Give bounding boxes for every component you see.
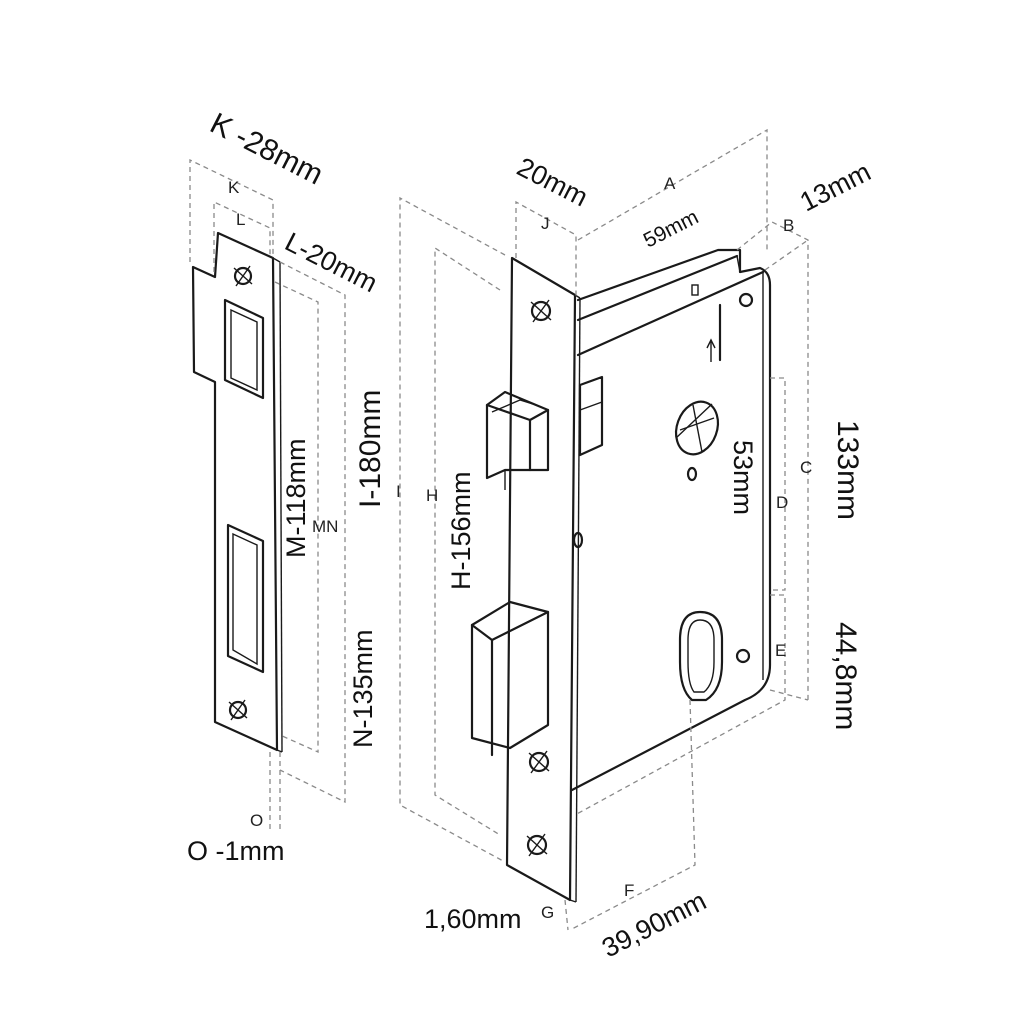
strike-dimension-lines [189, 158, 346, 830]
screw-icon [228, 699, 248, 721]
screw-icon [528, 750, 550, 774]
letter-e: E [775, 641, 786, 660]
letter-o: O [250, 811, 263, 830]
letter-h: H [426, 486, 438, 505]
screw-icon [526, 833, 548, 857]
letter-a: A [664, 174, 676, 193]
letter-g: G [541, 903, 554, 922]
letter-c: C [800, 458, 812, 477]
letter-k: K [228, 178, 240, 197]
letter-l: L [236, 210, 245, 229]
letter-d: D [776, 493, 788, 512]
dim-i-label: I-180mm [354, 390, 387, 508]
dead-bolt [470, 600, 550, 757]
dim-o-label: O -1mm [187, 836, 285, 866]
dim-e-label: 44,8mm [829, 622, 862, 730]
dim-g-label: 1,60mm [424, 904, 522, 934]
dim-k-label: K -28mm [205, 107, 328, 192]
dim-m-label: M-118mm [281, 438, 311, 558]
screw-icon [233, 265, 253, 287]
letter-b: B [783, 216, 794, 235]
latch-bolt [485, 390, 550, 490]
letter-f: F [624, 881, 634, 900]
cylinder-hole-icon [678, 610, 724, 702]
dim-h-label: H-156mm [446, 471, 476, 590]
lock-body [470, 248, 772, 903]
dim-b-label: 13mm [795, 157, 875, 218]
dim-d-label: 53mm [728, 440, 758, 515]
letter-mn: MN [312, 517, 338, 536]
letter-j: J [541, 214, 550, 233]
dim-j-label: 20mm [512, 152, 592, 213]
screw-icon [530, 299, 552, 323]
letter-i: I [396, 482, 401, 501]
strike-plate [191, 231, 283, 753]
dim-c-label: 133mm [831, 420, 864, 520]
dim-f-label: 39,90mm [597, 886, 711, 964]
follower-icon [674, 400, 720, 456]
lock-dimension-lines [399, 128, 809, 931]
dim-n-label: N-135mm [348, 629, 378, 748]
dim-a-label: 59mm [640, 205, 702, 252]
